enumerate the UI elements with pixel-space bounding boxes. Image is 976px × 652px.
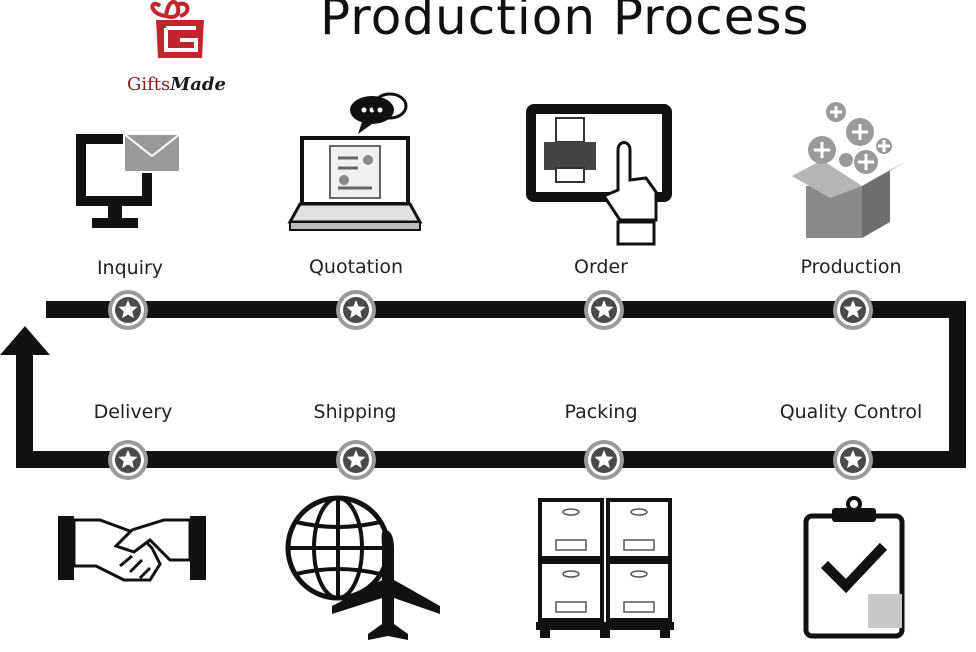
star-icon [594, 300, 614, 319]
tablet-printer-touch-icon [526, 104, 672, 246]
flow-arrow-icon [0, 326, 50, 355]
step-label-production: Production [800, 256, 902, 278]
brand-name: GiftsMade [127, 74, 226, 95]
step-node-bottom-3 [584, 440, 624, 480]
star-icon [346, 450, 366, 469]
star-icon [594, 450, 614, 469]
laptop-chat-icon [287, 92, 423, 231]
globe-airplane-icon [285, 495, 440, 640]
step-label-shipping: Shipping [313, 401, 397, 423]
computer-mail-icon [76, 133, 181, 228]
box-plus-icon [792, 102, 906, 238]
handshake-icon [58, 516, 206, 582]
step-node-top-2 [336, 290, 376, 330]
star-icon [118, 450, 138, 469]
step-label-order: Order [574, 256, 628, 278]
step-label-quality-control: Quality Control [779, 401, 923, 423]
process-track [0, 301, 966, 468]
step-node-bottom-4 [833, 440, 873, 480]
step-node-top-3 [584, 290, 624, 330]
step-label-packing: Packing [564, 401, 638, 423]
step-label-inquiry: Inquiry [96, 257, 164, 279]
step-node-top-1 [108, 290, 148, 330]
boxes-pallet-icon [536, 498, 674, 638]
step-label-delivery: Delivery [93, 401, 173, 423]
star-icon [118, 300, 138, 319]
star-icon [843, 300, 863, 319]
star-icon [346, 300, 366, 319]
clipboard-check-icon [803, 496, 905, 639]
star-icon [843, 450, 863, 469]
brand-logo-icon [150, 0, 204, 58]
page-title: Production Process [320, 0, 810, 46]
step-node-top-4 [833, 290, 873, 330]
step-node-bottom-1 [108, 440, 148, 480]
step-node-bottom-2 [336, 440, 376, 480]
step-label-quotation: Quotation [308, 256, 404, 278]
